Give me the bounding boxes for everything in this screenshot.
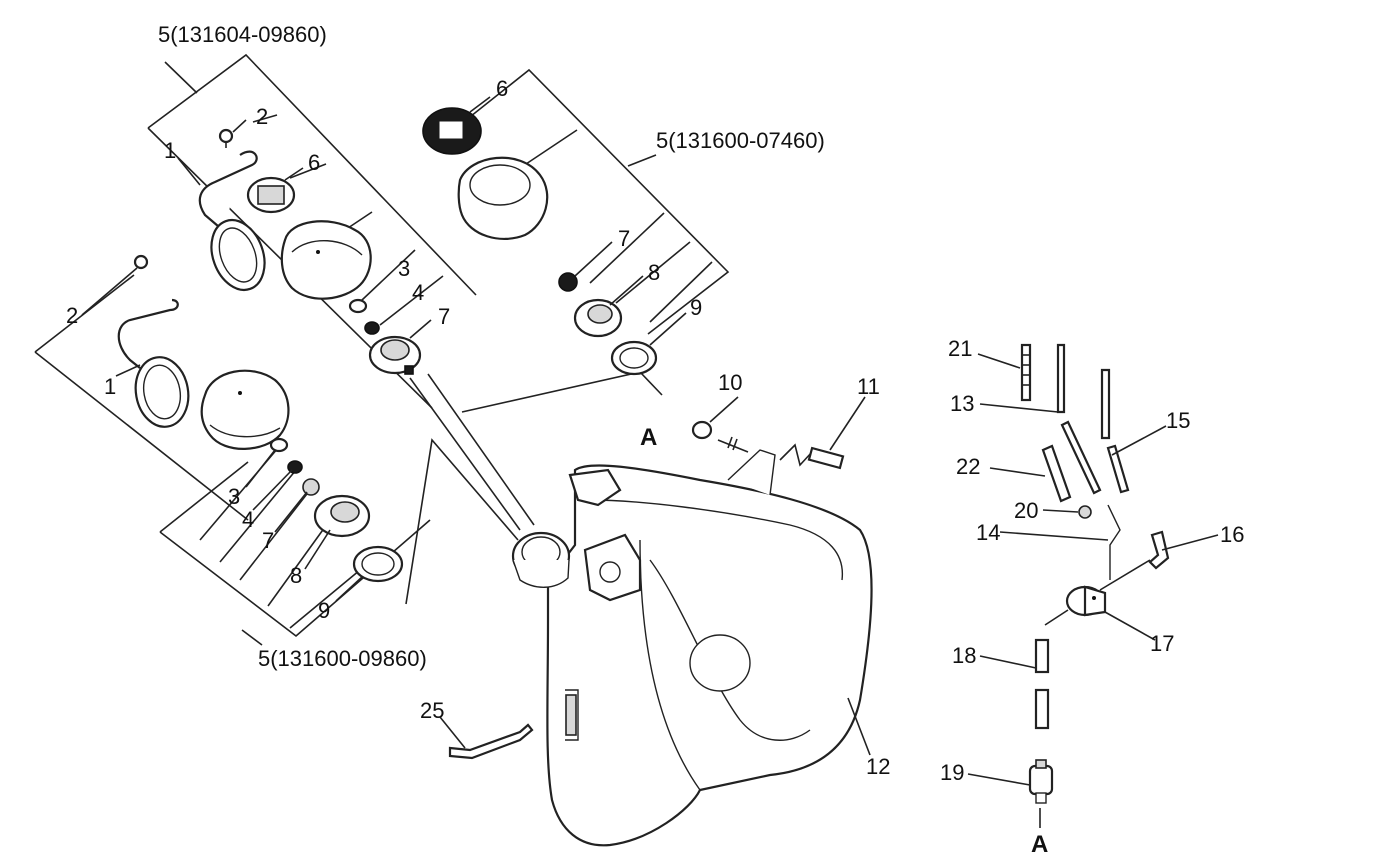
small-valve-top-right	[558, 272, 658, 376]
label-part-17: 17	[1150, 631, 1174, 656]
tank-mount-bracket	[583, 533, 642, 602]
label-part-10: 10	[718, 370, 742, 395]
hose-18	[1034, 638, 1050, 730]
tube-14	[1107, 504, 1121, 580]
label-part-4-bottom: 4	[242, 507, 254, 532]
fitting-19	[1028, 759, 1054, 804]
label-part-2-top: 2	[256, 104, 268, 129]
label-part-3-top: 3	[398, 256, 410, 281]
label-part-14: 14	[976, 520, 1000, 545]
label-part-9-top-right: 9	[690, 295, 702, 320]
decal-black-top-right	[422, 107, 482, 155]
spring-22	[1041, 444, 1072, 503]
fuel-hose-13	[1056, 343, 1102, 495]
fuel-cap-top-right	[457, 156, 549, 240]
label-part-1-top: 1	[164, 138, 176, 163]
bracket-clip	[727, 449, 776, 496]
label-assy-top-left: 5(131604-09860)	[158, 22, 327, 47]
fuel-tank	[546, 464, 873, 847]
fuel-filter-17	[1044, 559, 1151, 626]
label-part-7-bottom: 7	[262, 528, 274, 553]
label-part-15: 15	[1166, 408, 1190, 433]
label-part-6-top-left: 6	[308, 150, 320, 175]
label-part-18: 18	[952, 643, 976, 668]
label-part-2-bottom: 2	[66, 303, 78, 328]
spring-21	[1020, 343, 1032, 402]
tether-strap-bottom	[117, 254, 190, 428]
assembly-bracket-top-right	[455, 68, 730, 335]
label-part-11: 11	[857, 374, 880, 399]
fuel-cap-top-left	[280, 220, 372, 300]
label-reference-a-bottom: A	[1031, 831, 1048, 858]
label-part-22: 22	[956, 454, 980, 479]
label-part-3-bottom: 3	[228, 484, 240, 509]
small-washer-top-left	[348, 298, 380, 335]
label-part-20: 20	[1014, 498, 1038, 523]
tether-strap-top	[198, 150, 266, 291]
label-part-12: 12	[866, 754, 890, 779]
label-assy-top-right: 5(131600-07460)	[656, 128, 825, 153]
label-part-7-top-right: 7	[618, 226, 630, 251]
decal-top-left	[246, 176, 296, 214]
bolt-11	[779, 443, 845, 470]
fuel-hose-15	[1100, 368, 1130, 494]
tank-top-tab	[568, 468, 622, 507]
label-part-16: 16	[1220, 522, 1244, 547]
washer-20	[1078, 505, 1092, 519]
label-part-8-bottom: 8	[290, 563, 302, 588]
callout-labels: 5(131604-09860) 5(131600-07460) 5(131600…	[66, 22, 1244, 858]
assembly-bracket-bottom-left	[34, 274, 431, 646]
label-part-7-top-left: 7	[438, 304, 450, 329]
label-part-21: 21	[948, 336, 972, 361]
valve-bottom-left	[313, 494, 371, 538]
label-part-25: 25	[420, 698, 444, 723]
valve-top-left	[368, 335, 422, 375]
gasket-bottom-left	[352, 545, 404, 583]
label-part-13: 13	[950, 391, 974, 416]
washers-bottom-left	[269, 437, 320, 496]
leader-lines	[81, 96, 1219, 828]
label-part-4-top: 4	[412, 280, 424, 305]
label-reference-a-top: A	[640, 424, 657, 451]
tank-filler-neck	[511, 531, 571, 588]
label-part-19: 19	[940, 760, 964, 785]
elbow-16	[1148, 530, 1170, 570]
label-part-9-bottom: 9	[318, 598, 330, 623]
nut-10	[691, 420, 749, 453]
rivet-top	[218, 128, 234, 148]
label-part-1-bottom: 1	[104, 374, 116, 399]
label-part-6-top-right: 6	[496, 76, 508, 101]
label-assy-bottom-left: 5(131600-09860)	[258, 646, 427, 671]
drain-hose-25	[448, 723, 534, 760]
fuel-cap-bottom-left	[200, 369, 290, 450]
label-part-8-top-right: 8	[648, 260, 660, 285]
